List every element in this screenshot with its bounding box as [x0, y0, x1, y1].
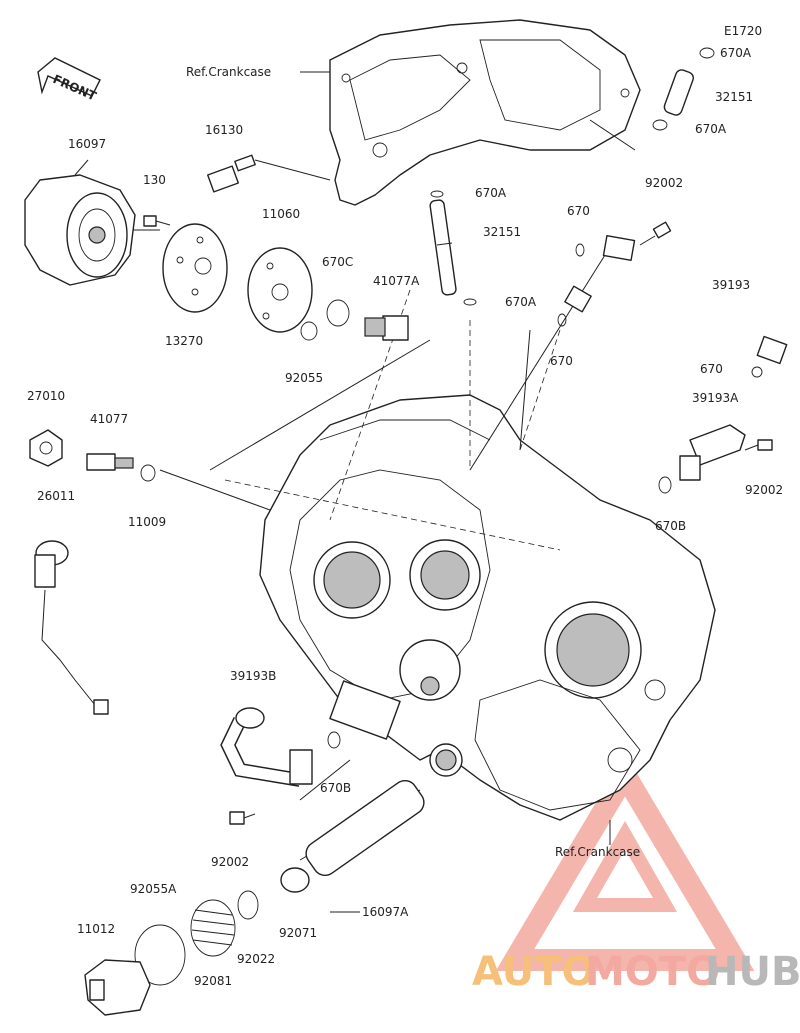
watermark-text: AUTO MOTO HUB	[472, 949, 800, 995]
watermark-moto: MOTO	[585, 949, 720, 995]
cover-13270	[162, 223, 228, 313]
label-11060: 11060	[262, 207, 300, 221]
pipe-32151-lower	[429, 199, 457, 296]
front-arrow-icon: FRONT	[37, 57, 101, 104]
label-92055: 92055	[285, 371, 323, 385]
label-670B-2: 670B	[320, 781, 351, 795]
label-13270: 13270	[165, 334, 203, 348]
label-670A-4: 670A	[505, 295, 537, 309]
sensor-27010	[29, 429, 63, 467]
fitting-16130	[207, 154, 256, 193]
label-32151-1: 32151	[715, 90, 753, 104]
oil-filter	[24, 174, 136, 286]
strainer-16097A	[280, 779, 425, 893]
label-670A-2: 670A	[695, 122, 727, 136]
upper-crankcase-ref	[329, 19, 641, 206]
label-39193A: 39193A	[692, 391, 739, 405]
bolt-92002-bottom	[229, 811, 256, 825]
drain-assembly	[84, 890, 259, 1016]
label-39193B: 39193B	[230, 669, 276, 683]
label-27010: 27010	[27, 389, 65, 403]
label-26011: 26011	[37, 489, 75, 503]
watermark-auto: AUTO	[472, 949, 596, 995]
diagram-code: E1720	[724, 24, 762, 38]
plate-11060	[247, 247, 313, 333]
label-670B-1: 670B	[655, 519, 686, 533]
label-92055A: 92055A	[130, 882, 177, 896]
label-11012: 11012	[77, 922, 115, 936]
pipe-39193A	[679, 424, 773, 481]
pipe-32151-upper	[663, 69, 694, 116]
oil-pipe-39193	[564, 235, 788, 365]
label-670-2: 670	[550, 354, 573, 368]
label-11009: 11009	[128, 515, 166, 529]
label-130: 130	[143, 173, 166, 187]
label-39193: 39193	[712, 278, 750, 292]
label-41077A: 41077A	[373, 274, 420, 288]
label-92002-2: 92002	[745, 483, 783, 497]
label-670C: 670C	[322, 255, 353, 269]
bolt-92002-top	[639, 221, 672, 246]
watermark-hub: HUB	[705, 949, 800, 995]
part-labels: Ref.Crankcase Ref.Crankcase 16097 130 13…	[27, 46, 783, 988]
label-32151-2: 32151	[483, 225, 521, 239]
label-670-3: 670	[700, 362, 723, 376]
ref-crankcase-bottom: Ref.Crankcase	[555, 845, 640, 859]
label-16097A: 16097A	[362, 905, 409, 919]
pipe-39193B	[220, 707, 313, 787]
label-16097: 16097	[68, 137, 106, 151]
bolt-130	[143, 215, 171, 227]
crankcase-body	[224, 289, 716, 821]
label-92081: 92081	[194, 974, 232, 988]
label-670A-3: 670A	[475, 186, 507, 200]
label-16130: 16130	[205, 123, 243, 137]
label-92022: 92022	[237, 952, 275, 966]
label-670-1: 670	[567, 204, 590, 218]
label-670A-1: 670A	[720, 46, 752, 60]
o-rings	[140, 47, 763, 749]
switch-26011	[34, 540, 109, 715]
ref-crankcase-top: Ref.Crankcase	[186, 65, 271, 79]
label-92002-1: 92002	[645, 176, 683, 190]
label-92002-3: 92002	[211, 855, 249, 869]
plug-41077	[86, 453, 134, 471]
label-92071: 92071	[279, 926, 317, 940]
watermark-logo	[495, 753, 755, 971]
plug-41077A	[364, 315, 409, 341]
label-41077: 41077	[90, 412, 128, 426]
